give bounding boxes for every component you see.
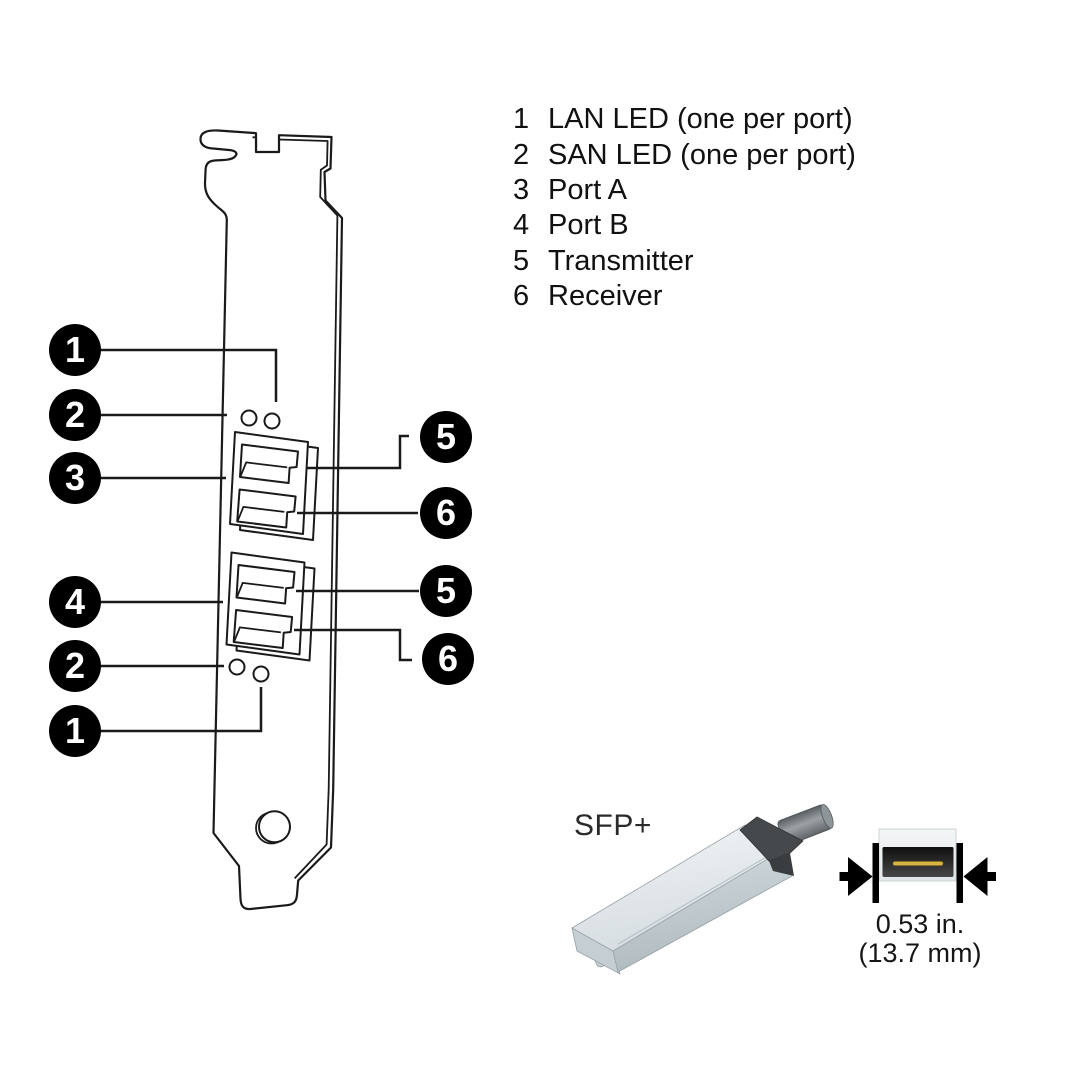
port-a-receiver-recess (236, 506, 285, 522)
port-b-transmitter-opening (235, 564, 296, 605)
dimension-bar-left (872, 843, 879, 903)
port-b-receiver-recess (233, 626, 282, 642)
san-led-port-a (263, 412, 281, 430)
legend-item: 6 Receiver (513, 279, 856, 314)
legend-item-label: Port B (548, 209, 629, 242)
legend-item: 1 LAN LED (one per port) (513, 102, 856, 137)
port-a (229, 431, 319, 541)
san-led-port-b (228, 658, 246, 676)
port-a-transmitter-recess (239, 461, 288, 477)
legend-item: 2 SAN LED (one per port) (513, 137, 856, 172)
dimension-arrows (839, 843, 996, 903)
legend-item: 3 Port A (513, 173, 856, 208)
callout-6-receiver-port-b: 6 (422, 633, 474, 685)
callout-1-lan-led-port-b: 1 (49, 705, 101, 757)
callout-5-transmitter-port-a: 5 (420, 411, 472, 463)
dimension-annotation: 0.53 in. (13.7 mm) (846, 910, 994, 968)
dimension-arrow-right (963, 857, 988, 896)
sfp-module-illustration (571, 804, 834, 975)
legend-item-label: Receiver (548, 280, 663, 313)
legend-item-number: 1 (513, 103, 530, 136)
legend-item: 5 Transmitter (513, 244, 856, 279)
legend-item-number: 5 (513, 244, 530, 277)
sfp-module-bail (739, 816, 804, 862)
legend-item-label: Transmitter (548, 244, 694, 277)
legend: 1 LAN LED (one per port) 2 SAN LED (one … (513, 102, 856, 314)
port-a-receiver-opening (236, 488, 297, 529)
connector-gold-contacts (892, 861, 944, 866)
dimension-arrow-left-tail (839, 872, 849, 881)
port-b-receiver-opening (232, 609, 294, 649)
bracket-thickness-lines (252, 136, 339, 880)
port-b-transmitter-recess (236, 582, 284, 598)
callout-5-transmitter-port-b: 5 (420, 565, 472, 617)
callout-4-port-b: 4 (49, 576, 101, 628)
legend-item-number: 3 (513, 173, 530, 206)
callout-6-receiver-port-a: 6 (420, 487, 472, 539)
callout-leader-lines (101, 348, 419, 733)
legend-item-label: LAN LED (one per port) (548, 103, 853, 136)
dimension-arrow-left (848, 857, 873, 896)
sfp-module-bail-wedge (769, 853, 794, 876)
lan-led-port-b (252, 665, 270, 683)
legend-item-number: 6 (513, 280, 530, 313)
port-b (225, 551, 316, 662)
legend-item-label: Port A (548, 173, 627, 206)
dimension-inches: 0.53 in. (875, 909, 965, 939)
callout-1-lan-led-port-a: 1 (49, 324, 101, 376)
legend-item-number: 2 (513, 138, 530, 171)
callout-2-san-led-port-a: 2 (49, 389, 101, 441)
callout-2-san-led-port-b: 2 (49, 640, 101, 692)
dimension-arrow-right-tail (987, 872, 996, 881)
legend-item-label: SAN LED (one per port) (548, 138, 856, 171)
callout-3-port-a: 3 (49, 452, 101, 504)
port-leds (228, 409, 281, 683)
legend-item: 4 Port B (513, 208, 856, 243)
dimension-bar-right (956, 843, 963, 903)
dimension-mm: (13.7 mm) (858, 938, 982, 968)
sfp-label: SFP+ (574, 809, 652, 842)
lan-led-port-a (240, 409, 258, 427)
legend-item-number: 4 (513, 209, 530, 242)
sfp-module-panel-line (617, 848, 781, 945)
sfp-connector-front-view (878, 828, 957, 882)
port-a-transmitter-opening (239, 443, 299, 484)
screw-hole (258, 810, 291, 844)
